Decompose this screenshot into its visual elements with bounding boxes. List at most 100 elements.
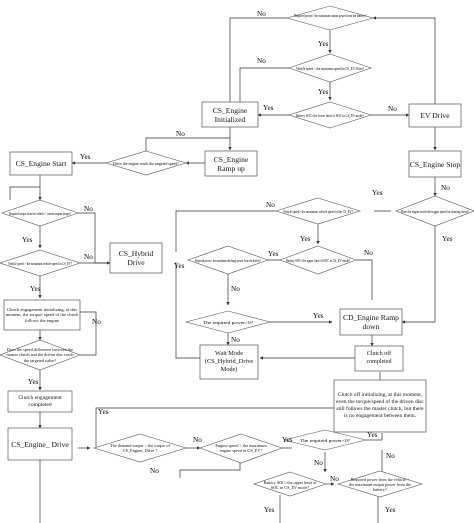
box-cd-engine-ramp-down-text: CD_Engine Ramp down <box>343 313 399 331</box>
svg-text:The required power<0?: The required power<0? <box>300 438 350 443</box>
diamond-speed-difference-text: Does the speed difference between the ma… <box>6 347 74 363</box>
label-yes-10: Yes <box>300 235 311 243</box>
diamond-speed-difference <box>0 339 81 371</box>
edge-soc-upper-no <box>356 259 373 300</box>
diamond-vehicle-speed-max-right-text: Vehicle speed> the maximum vehicle speed… <box>283 209 353 214</box>
diamond-vehicle-speed-cs-ev-text: Vehicle speed > the maximum vehicle spee… <box>8 261 72 266</box>
label-yes-14: Yes <box>98 408 109 416</box>
svg-text:Vehicle speed > the maximum ve: Vehicle speed > the maximum vehicle spee… <box>8 261 72 266</box>
diamond-vehicle-speed-cs-ev <box>0 249 81 277</box>
edge-trigger-yes <box>401 225 436 324</box>
diamond-battery-soc-upper-bottom-text: Battery SOC>the upper limit of SOC in CS… <box>263 479 317 490</box>
box-clutch-off-initializing <box>333 379 427 433</box>
edge-torque-no <box>78 212 110 264</box>
box-clutch-off-completed <box>354 345 404 372</box>
diamond-demand-torque <box>92 433 188 463</box>
box-clutch-engagement-completed-text: Clutch engagement completed <box>18 394 62 408</box>
label-yes-8: Yes <box>372 189 383 197</box>
label-yes-12: Yes <box>174 262 185 270</box>
box-clutch-off-initializing-text: Clutch off initializing, at this moment,… <box>336 392 424 419</box>
label-yes-16: Yes <box>367 431 378 439</box>
label-no-5: No <box>84 205 93 213</box>
diamond-required-power-zero-bottom-text: The required power<0? <box>300 438 350 443</box>
label-no-13: No <box>193 436 202 444</box>
label-yes-7: Yes <box>28 378 39 386</box>
box-clutch-off-completed-text: Clutch off completed <box>366 351 392 365</box>
branch-labels: No Yes No Yes Yes No No Yes No Yes No Ye… <box>22 10 453 514</box>
diamond-required-power-max-bottom <box>336 470 424 498</box>
diamond-required-torque <box>1 199 79 227</box>
diamond-required-torque-text: Required torque from the vehicle < curre… <box>9 211 71 216</box>
svg-text:The required power<0?: The required power<0? <box>203 320 253 325</box>
label-no-8: No <box>266 201 275 209</box>
diamond-battery-soc-lower <box>288 101 372 129</box>
box-wait-mode-text: Wait Mode (CS_Hybrid_Drive Mode) <box>204 350 254 373</box>
diamond-required-power-zero-text: The required power<0? <box>203 320 253 325</box>
box-cs-engine-start <box>9 151 73 176</box>
edge-bottom-yes <box>95 407 334 448</box>
label-no-10: No <box>364 249 373 257</box>
diamond-required-power-max-bottom-text: Required power from the vehicle > the ma… <box>349 477 411 492</box>
diamond-engine-reach-trigger <box>395 195 474 227</box>
box-cs-engine-ramp-up <box>204 150 258 177</box>
label-yes-15: Yes <box>282 436 293 444</box>
connectors <box>9 16 437 523</box>
label-yes-5: Yes <box>22 236 33 244</box>
diamond-required-power-zero <box>184 310 272 334</box>
label-no-2: No <box>257 57 266 65</box>
label-no-17: No <box>330 475 339 483</box>
label-no-4: No <box>176 130 185 138</box>
diamond-drive-engine-reach <box>104 150 188 176</box>
edge-engine-no <box>179 463 241 478</box>
label-yes-2: Yes <box>318 88 329 96</box>
diamond-demand-torque-text: The demand torque > the torque of CS_Eng… <box>110 442 170 453</box>
box-ev-drive-text: EV Drive <box>420 111 450 120</box>
diamond-engine-speed-max <box>199 433 283 464</box>
diamond-vehicle-speed-max-ev-text: Vehicle speed > the maximum speed in CS_… <box>296 66 364 71</box>
diamond-required-power-max-top-text: Required power> the maximum output power… <box>294 13 366 18</box>
svg-text:Required torque from the vehic: Required torque from the vehicle < curre… <box>9 211 71 216</box>
box-clutch-engagement-text: Clutch engagement initializing, at this … <box>5 306 79 323</box>
edge-vmax-no <box>175 210 276 252</box>
diamond-engine-speed-max-text: Engine speed > the maximum engine speed … <box>215 442 267 453</box>
nodes: Required power> the maximum output power… <box>0 5 474 498</box>
diamond-required-power-zero-bottom <box>283 429 367 451</box>
label-yes-9: Yes <box>442 235 453 243</box>
box-cs-engine-stop-text: CS_Engine Stop <box>409 159 461 169</box>
svg-text:Battery SOC>the upper limit of: Battery SOC>the upper limit of SOC in CS… <box>286 258 350 263</box>
svg-text:Vehicle speed> the maximum veh: Vehicle speed> the maximum vehicle speed… <box>283 209 353 214</box>
label-yes-6: Yes <box>30 285 41 293</box>
svg-text:Does the engine reach the trig: Does the engine reach the trigger speed … <box>401 209 469 214</box>
label-yes-1: Yes <box>318 40 329 48</box>
diamond-battery-soc-upper <box>279 245 357 275</box>
svg-text:Vehicle speed > the maximum sp: Vehicle speed > the maximum speed in CS_… <box>296 66 364 71</box>
box-cs-hybrid-drive <box>109 242 163 274</box>
svg-text:Drive the engine reach the tar: Drive the engine reach the targeted spee… <box>113 161 179 166</box>
box-cs-hybrid-drive-text: CS_Hybrid Drive <box>118 249 154 267</box>
label-no-14: No <box>150 467 159 475</box>
box-cs-engine-initialized-text: CS_Engine Initialized <box>212 105 248 124</box>
box-clutch-engagement-completed <box>7 390 73 413</box>
box-cd-engine-ramp-down <box>339 308 403 336</box>
box-clutch-engagement <box>3 299 81 331</box>
diamond-battery-soc-upper-text: Battery SOC>the upper limit of SOC in CS… <box>286 258 350 263</box>
label-no-12: No <box>231 336 240 344</box>
box-cs-engine-initialized <box>201 101 259 128</box>
label-no-3: No <box>388 105 397 113</box>
label-no-6: No <box>84 253 93 261</box>
box-cs-engine-drive-text: CS_Engine_ Drive <box>11 439 69 449</box>
diamond-vehicle-speed-max-right <box>274 197 362 225</box>
box-cs-engine-ramp-up-text: CS_Engine Ramp up <box>213 154 249 173</box>
box-cs-engine-stop <box>408 150 462 178</box>
label-yes-4: Yes <box>80 153 91 161</box>
box-wait-mode <box>199 344 259 380</box>
diamond-battery-soc-lower-text: Battery SOC<the lower limit of SOC in CS… <box>296 113 364 118</box>
label-yes-18: Yes <box>385 506 396 514</box>
label-no-7: No <box>92 318 101 326</box>
diamond-vehicle-speed-max-ev <box>288 53 372 83</box>
svg-text:Required power> the maximum ou: Required power> the maximum output power… <box>294 13 366 18</box>
diamond-required-power-max-top <box>285 5 375 31</box>
label-no-9: No <box>441 184 450 192</box>
svg-text:Required power> the maximum di: Required power> the maximum discharge po… <box>195 258 261 263</box>
